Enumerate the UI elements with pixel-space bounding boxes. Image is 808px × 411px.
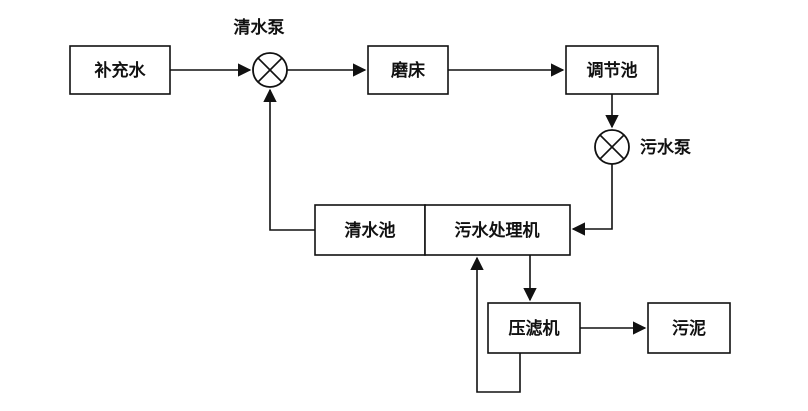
sludge-box bbox=[647, 302, 731, 354]
clean-water-pump-label: 清水泵 bbox=[234, 17, 285, 37]
filter-press-label: 压滤机 bbox=[509, 318, 560, 338]
regulating-tank-label: 调节池 bbox=[587, 60, 638, 80]
clean-water-pump-icon bbox=[252, 52, 288, 88]
sewage-treatment-machine-label: 污水处理机 bbox=[455, 220, 540, 240]
sewage-treatment-machine-box bbox=[424, 204, 571, 256]
edge-clean-tank-to-clean-pump bbox=[263, 88, 315, 231]
regulating-tank-box bbox=[565, 45, 659, 95]
grinder-label: 磨床 bbox=[391, 60, 426, 80]
sludge-label: 污泥 bbox=[672, 318, 706, 338]
sewage-pump-label: 污水泵 bbox=[640, 137, 691, 157]
sewage-pump-icon bbox=[594, 129, 630, 165]
makeup-water-box bbox=[69, 45, 171, 95]
clean-water-tank-label: 清水池 bbox=[345, 220, 396, 240]
filter-press-box bbox=[487, 302, 581, 354]
edge-filter-press-return-to-treatment-machine bbox=[470, 256, 521, 393]
edge-sewage-pump-to-treatment-machine bbox=[571, 164, 613, 236]
makeup-water-label: 补充水 bbox=[94, 60, 147, 80]
grinder-box bbox=[367, 45, 449, 95]
